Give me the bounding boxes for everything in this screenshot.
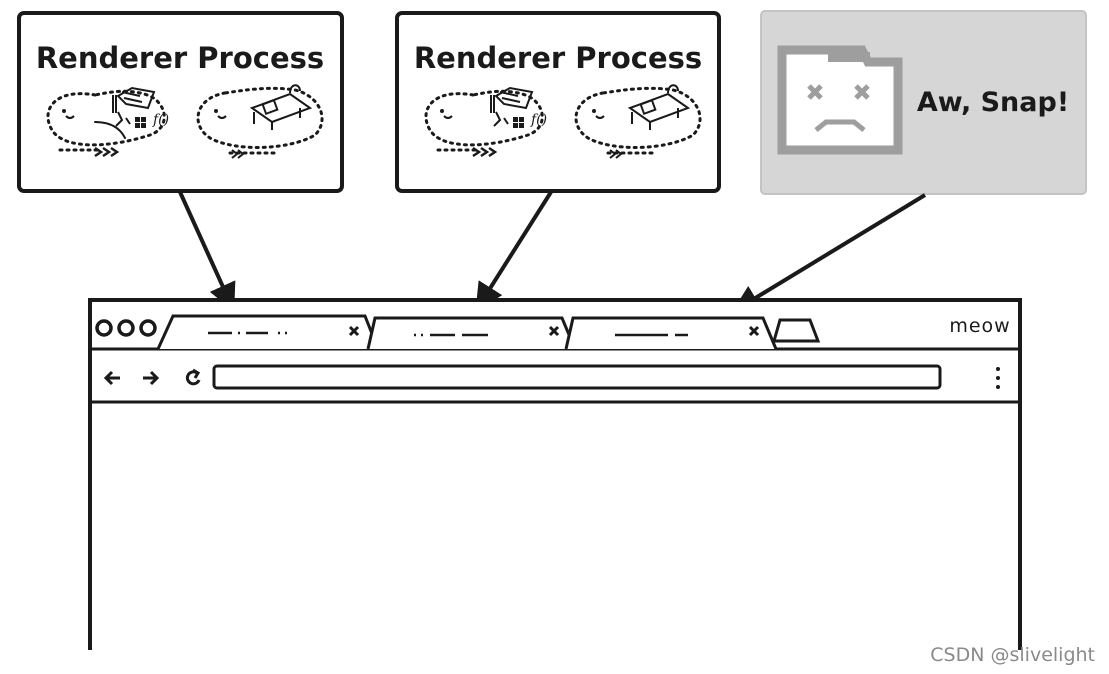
aw-snap-message: Aw, Snap! (917, 87, 1069, 118)
tab-1[interactable] (156, 314, 380, 350)
renderer-process-box-2: Renderer Process f() (395, 11, 721, 193)
minimize-window-button[interactable] (117, 319, 135, 337)
connector-arrows (178, 190, 927, 313)
back-arrow-icon[interactable] (103, 370, 120, 386)
renderer-process-title: Renderer Process (414, 41, 702, 75)
doodle-details-icon: f() (440, 86, 547, 158)
arrow-to-tab-2 (475, 190, 553, 312)
profile-name: meow (949, 315, 1010, 337)
tab-2[interactable] (366, 316, 577, 350)
address-bar[interactable] (212, 364, 942, 390)
raster-details-icon (214, 84, 313, 159)
renderer-process-title: Renderer Process (36, 41, 324, 75)
tab-3[interactable] (564, 316, 778, 350)
new-tab-button[interactable] (772, 318, 821, 343)
svg-text:f(): f() (152, 112, 169, 128)
close-icon[interactable] (748, 325, 760, 337)
raster-thread-doodle-icon (574, 86, 702, 155)
forward-arrow-icon[interactable] (143, 370, 160, 386)
close-window-button[interactable] (95, 319, 113, 337)
svg-text:f(): f() (530, 112, 547, 128)
arrow-to-tab-1 (178, 191, 236, 312)
reload-icon[interactable] (185, 368, 201, 386)
arrow-to-tab-3 (731, 193, 927, 313)
doodle-details-icon: f() (62, 86, 169, 158)
main-thread-doodle-icon (46, 89, 166, 152)
close-icon[interactable] (348, 325, 360, 337)
watermark: CSDN @slivelight (930, 644, 1095, 666)
browser-window: meow (88, 298, 1022, 650)
raster-details-icon (592, 84, 691, 159)
window-controls[interactable] (95, 319, 157, 337)
raster-thread-doodle-icon (196, 86, 324, 155)
maximize-window-button[interactable] (139, 319, 157, 337)
menu-dots-icon[interactable] (996, 367, 1000, 389)
close-icon[interactable] (548, 325, 560, 337)
sad-folder-icon (777, 45, 903, 155)
crashed-tab-box: Aw, Snap! (760, 10, 1087, 195)
main-thread-doodle-icon (424, 89, 544, 152)
renderer-process-box-1: Renderer Process f() (17, 11, 344, 193)
